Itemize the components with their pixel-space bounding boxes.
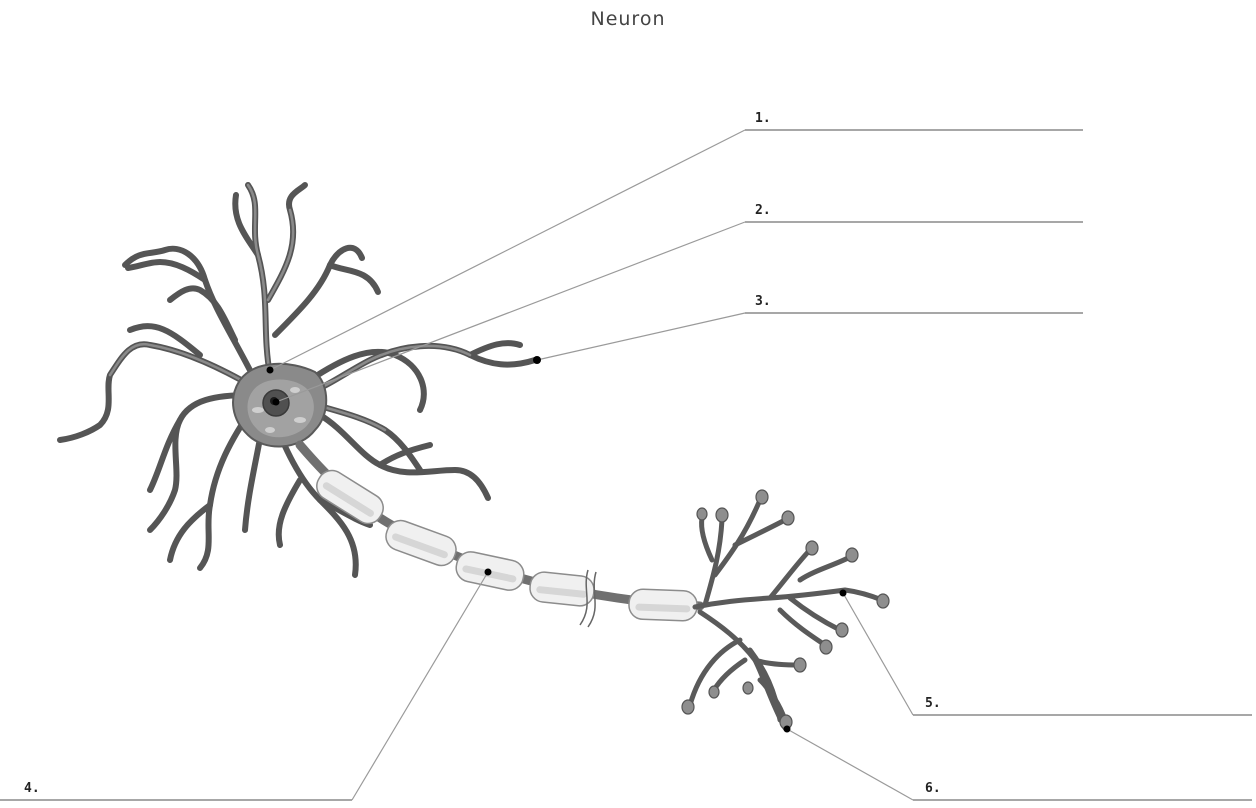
leader-5 (843, 593, 913, 715)
cell-body (233, 364, 326, 447)
leader-3 (537, 313, 745, 360)
pointer-dot-4 (485, 569, 492, 576)
label-1: 1. (755, 111, 771, 126)
label-6: 6. (925, 781, 941, 796)
pointer-dot-3 (533, 356, 541, 364)
axon-terminals (682, 490, 889, 729)
label-4: 4. (24, 781, 40, 796)
leader-6 (787, 729, 913, 800)
label-2: 2. (755, 203, 771, 218)
leader-4 (352, 572, 488, 800)
answer-lines (0, 130, 1252, 800)
pointer-dot-2 (273, 399, 280, 406)
pointer-dot-5 (840, 590, 847, 597)
leader-lines (270, 130, 913, 800)
axon (300, 445, 700, 627)
label-3: 3. (755, 294, 771, 309)
label-5: 5. (925, 696, 941, 711)
pointer-dot-6 (784, 726, 791, 733)
pointer-dot-1 (267, 367, 274, 374)
